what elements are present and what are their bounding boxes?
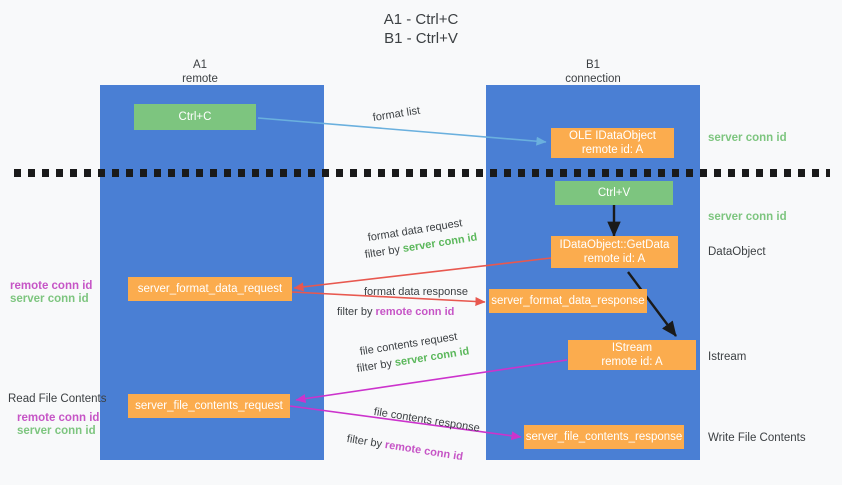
note-remote-conn-id-2: remote conn id bbox=[17, 412, 100, 424]
edge-filter-prefix: filter by bbox=[355, 357, 396, 376]
box-server-format-data-request[interactable]: server_format_data_request bbox=[128, 277, 292, 301]
edge-filter-prefix: filter by bbox=[345, 432, 386, 451]
edge-label-format-data-response: format data response bbox=[364, 285, 468, 299]
note-server-conn-id-3: server conn id bbox=[10, 293, 89, 305]
edge-label-format-list: format list bbox=[372, 104, 421, 125]
note-read-file-contents: Read File Contents bbox=[8, 393, 107, 405]
column-header-b1: B1 connection bbox=[565, 59, 621, 85]
box-server-format-data-response[interactable]: server_format_data_response bbox=[489, 289, 647, 313]
column-header-a1: A1 remote bbox=[182, 59, 218, 85]
page-title: A1 - Ctrl+C B1 - Ctrl+V bbox=[383, 11, 459, 47]
edge-filter-file-contents-response: filter by remote conn id bbox=[346, 432, 464, 464]
edge-filter-value-remote-conn-id: remote conn id bbox=[384, 439, 464, 464]
box-ole-idataobject[interactable]: OLE IDataObject remote id: A bbox=[551, 128, 674, 158]
box-istream[interactable]: IStream remote id: A bbox=[568, 340, 696, 370]
edge-filter-format-data-response: filter by remote conn id bbox=[337, 305, 454, 319]
edge-filter-prefix: filter by bbox=[337, 306, 376, 318]
edge-filter-prefix: filter by bbox=[363, 243, 404, 262]
box-idataobject-getdata[interactable]: IDataObject::GetData remote id: A bbox=[551, 236, 678, 268]
note-server-conn-id-4: server conn id bbox=[17, 425, 96, 437]
note-server-conn-id-2: server conn id bbox=[708, 211, 787, 223]
note-remote-conn-id-1: remote conn id bbox=[10, 280, 93, 292]
note-data-object: DataObject bbox=[708, 246, 766, 258]
box-server-file-contents-response[interactable]: server_file_contents_response bbox=[524, 425, 684, 449]
box-server-file-contents-request[interactable]: server_file_contents_request bbox=[128, 394, 290, 418]
edge-label-file-contents-response-text: file contents response bbox=[372, 405, 481, 435]
edge-filter-value-remote-conn-id: remote conn id bbox=[375, 306, 455, 318]
box-ctrl-c[interactable]: Ctrl+C bbox=[134, 104, 256, 130]
box-ctrl-v[interactable]: Ctrl+V bbox=[555, 181, 673, 205]
note-write-file-contents: Write File Contents bbox=[708, 432, 806, 444]
edge-label-file-contents-response: file contents response bbox=[373, 405, 481, 436]
note-istream: Istream bbox=[708, 351, 747, 363]
note-server-conn-id-1: server conn id bbox=[708, 132, 787, 144]
edge-label-format-data-response-text: format data response bbox=[364, 286, 468, 298]
edge-label-format-list-text: format list bbox=[371, 104, 421, 125]
